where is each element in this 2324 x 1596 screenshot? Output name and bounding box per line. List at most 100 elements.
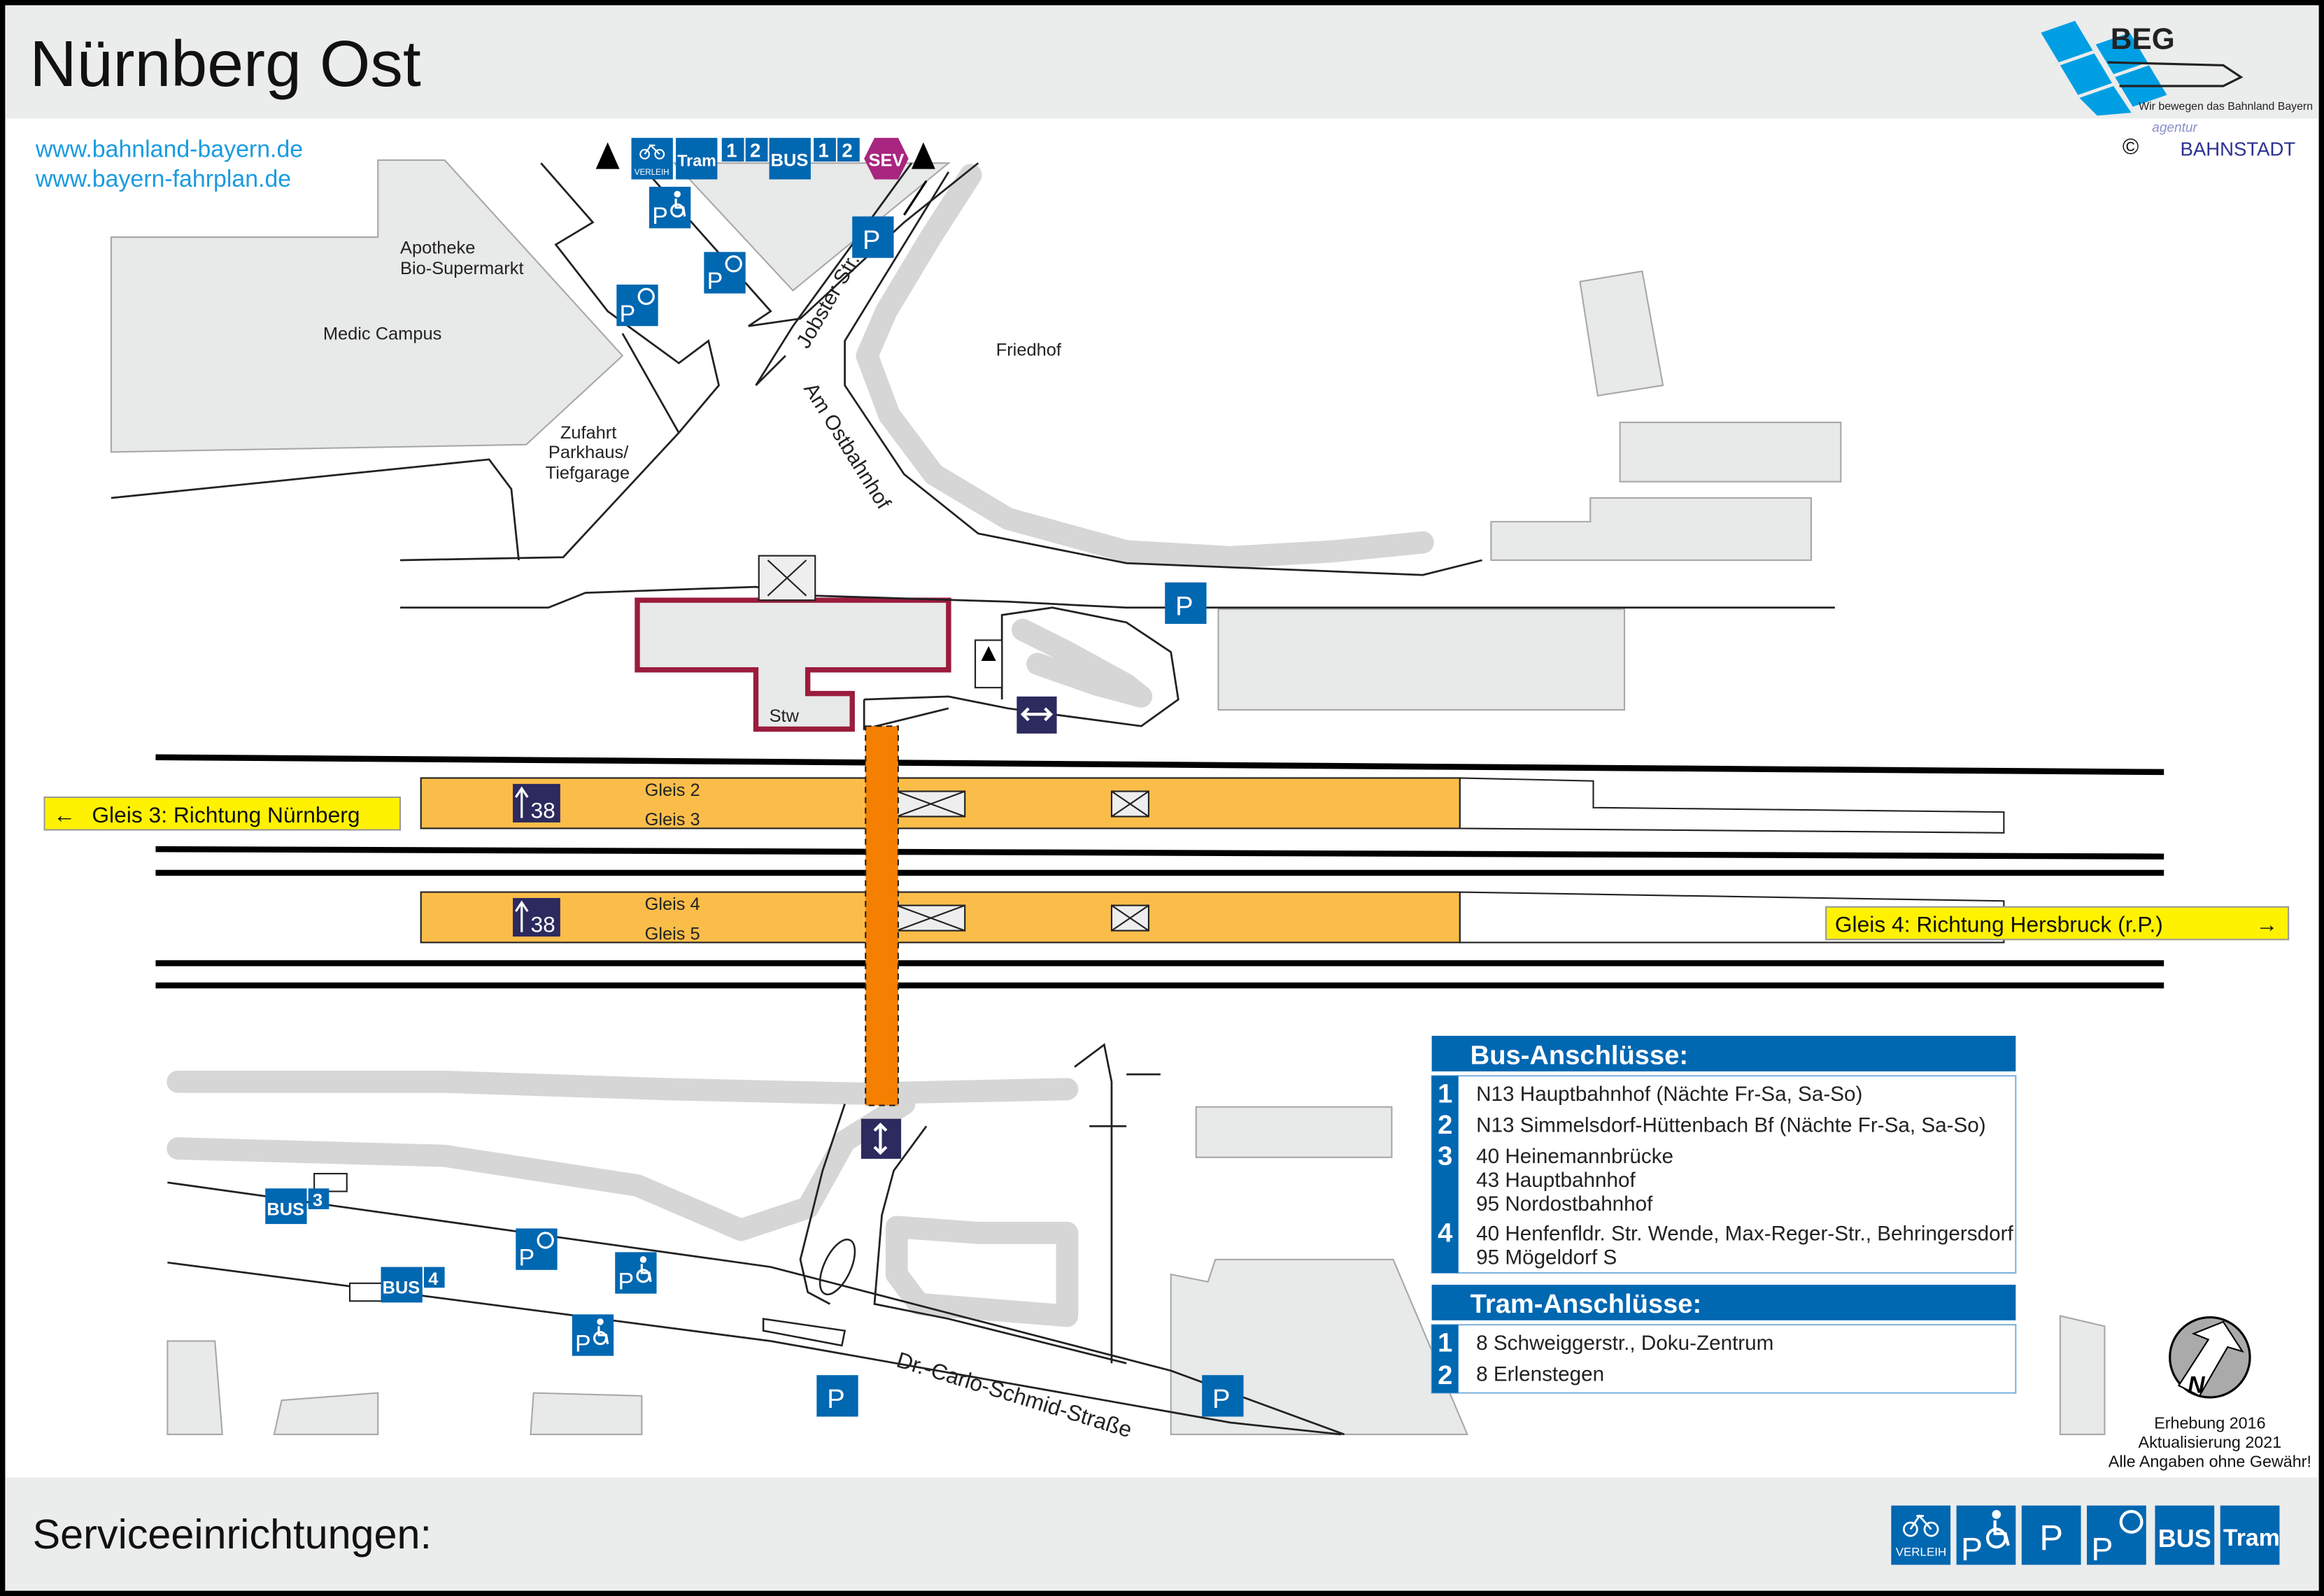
svg-text:43 Hauptbahnhof: 43 Hauptbahnhof xyxy=(1476,1169,1636,1192)
parking-clock-icon: P xyxy=(616,284,658,327)
svg-text:BUS: BUS xyxy=(2158,1524,2211,1553)
bus-row-3: 40 Heinemannbrücke xyxy=(1476,1145,1673,1168)
bus-connections: Bus-Anschlüsse: 1 N13 Hauptbahnhof (Näch… xyxy=(1431,1036,2017,1274)
svg-text:2: 2 xyxy=(1438,1110,1452,1140)
parking-icon: P xyxy=(1165,582,1207,625)
link-fahrplan[interactable]: www.bayern-fahrplan.de xyxy=(35,166,291,192)
bus-row-4: 40 Henfenfldr. Str. Wende, Max-Reger-Str… xyxy=(1476,1222,2013,1245)
svg-text:Tram: Tram xyxy=(677,151,716,169)
svg-text:95 Mögeldorf S: 95 Mögeldorf S xyxy=(1476,1246,1617,1269)
svg-text:SEV: SEV xyxy=(869,150,905,170)
gleis-2-label: Gleis 2 xyxy=(645,781,700,800)
svg-text:P: P xyxy=(618,1268,634,1295)
footer-legend: VERLEIH P P P BUS Tram xyxy=(1891,1505,2280,1567)
header-band xyxy=(6,6,2318,119)
beg-brand: BEG xyxy=(2111,22,2175,55)
tram-stop-icon xyxy=(676,138,718,180)
svg-text:P: P xyxy=(863,225,880,255)
svg-text:BUS: BUS xyxy=(267,1199,304,1219)
tram-connections: Tram-Anschlüsse: 1 8 Schweiggerstr., Dok… xyxy=(1431,1284,2017,1394)
direction-east: Gleis 4: Richtung Hersbruck (r.P.) → xyxy=(1825,906,2290,941)
svg-text:1: 1 xyxy=(1438,1327,1452,1358)
svg-text:N: N xyxy=(2188,1372,2206,1399)
north-compass-icon: N xyxy=(2169,1316,2251,1399)
parking-disabled-icon: P xyxy=(649,187,691,229)
svg-text:P: P xyxy=(1175,591,1193,621)
parking-disabled-icon: P xyxy=(572,1314,614,1357)
tram-title: Tram-Anschlüsse: xyxy=(1471,1289,1702,1319)
parking-clock-icon: P xyxy=(704,252,746,294)
north-triangle-icon xyxy=(595,142,620,169)
tracks xyxy=(155,754,2164,989)
svg-text:3: 3 xyxy=(1438,1141,1452,1171)
svg-text:95 Nordostbahnhof: 95 Nordostbahnhof xyxy=(1476,1192,1653,1216)
footer-title: Serviceeinrichtungen: xyxy=(33,1511,432,1558)
svg-text:BUS: BUS xyxy=(383,1278,420,1298)
arrow-right-icon: → xyxy=(2256,912,2279,937)
copyright-icon: © xyxy=(2123,134,2139,159)
label-stw: Stw xyxy=(770,706,800,726)
north-triangle-icon xyxy=(911,142,935,169)
gleis-3-label: Gleis 3 xyxy=(645,810,700,829)
tram-row-1: 8 Schweiggerstr., Doku-Zentrum xyxy=(1476,1332,1773,1355)
svg-text:Gleis 3: Richtung Nürnberg: Gleis 3: Richtung Nürnberg xyxy=(92,802,360,827)
link-bahnland[interactable]: www.bahnland-bayern.de xyxy=(35,136,303,163)
note-disclaimer: Alle Angaben ohne Gewähr! xyxy=(2109,1453,2311,1471)
svg-text:P: P xyxy=(827,1384,844,1414)
parking-disabled-icon: P xyxy=(615,1252,657,1295)
svg-text:BUS: BUS xyxy=(771,150,809,170)
label-medic-campus: Medic Campus xyxy=(323,324,441,343)
tram-1-badge: 1 xyxy=(726,140,737,162)
sev-icon xyxy=(864,138,909,180)
svg-text:4: 4 xyxy=(1438,1218,1452,1248)
pedestrian-underpass xyxy=(865,725,899,1106)
label-parkhaus: Parkhaus/ xyxy=(548,443,629,462)
entrance-icons xyxy=(313,142,1057,1302)
label-friedhof: Friedhof xyxy=(996,341,1062,360)
tram-row-2: 8 Erlenstegen xyxy=(1476,1363,1604,1386)
exit-number: 38 xyxy=(530,912,555,937)
label-tiefgarage: Tiefgarage xyxy=(546,463,630,483)
up-arrow-icon xyxy=(514,900,529,932)
platform-2-3: 38 Gleis 2 Gleis 3 xyxy=(420,777,2005,834)
svg-text:P: P xyxy=(620,301,636,327)
bus-2-badge: 2 xyxy=(842,140,852,162)
platform-4-5: 38 Gleis 4 Gleis 5 xyxy=(420,891,2005,943)
svg-text:VERLEIH: VERLEIH xyxy=(635,168,669,177)
legend-parking-icon: P xyxy=(2021,1505,2081,1565)
legend-bus-icon: BUS xyxy=(2155,1505,2215,1565)
note-aktualisierung: Aktualisierung 2021 xyxy=(2139,1433,2282,1451)
top-service-signs: VERLEIH Tram 1 2 BUS 1 2 SEV xyxy=(631,138,909,180)
bus-row-1: N13 Hauptbahnhof (Nächte Fr-Sa, Sa-So) xyxy=(1476,1083,1862,1106)
trees xyxy=(166,164,1434,1327)
label-zufahrt: Zufahrt xyxy=(560,423,617,443)
svg-text:1: 1 xyxy=(1438,1078,1452,1109)
label-bio-supermarkt: Bio-Supermarkt xyxy=(400,259,523,278)
beg-slogan: Wir bewegen das Bahnland Bayern xyxy=(2139,101,2313,113)
beg-logo: BEG Wir bewegen das Bahnland Bayern © ag… xyxy=(2041,20,2313,160)
up-arrow-icon xyxy=(514,786,529,818)
bus-stop-icon xyxy=(769,138,811,180)
svg-text:VERLEIH: VERLEIH xyxy=(1896,1546,1946,1559)
legend-parking-disabled-icon: P xyxy=(1956,1505,2016,1567)
legend-parking-clock-icon: P xyxy=(2087,1505,2146,1567)
svg-text:P: P xyxy=(1961,1531,1983,1567)
exit-number: 38 xyxy=(530,798,555,823)
parking-icon: P xyxy=(852,216,894,258)
parking-icon: P xyxy=(1202,1375,1244,1417)
direction-west: ← Gleis 3: Richtung Nürnberg xyxy=(43,796,402,831)
buildings xyxy=(110,159,2106,1436)
svg-text:P: P xyxy=(1212,1384,1230,1414)
bahnstadt-label: BAHNSTADT xyxy=(2180,138,2295,160)
parking-clock-icon: P xyxy=(516,1228,558,1271)
agentur-label: agentur xyxy=(2152,121,2197,136)
svg-text:P: P xyxy=(707,268,723,294)
svg-text:Tram: Tram xyxy=(2223,1525,2280,1551)
svg-text:P: P xyxy=(2039,1518,2063,1558)
gleis-4-label: Gleis 4 xyxy=(645,895,700,914)
bus-row-2: N13 Simmelsdorf-Hüttenbach Bf (Nächte Fr… xyxy=(1476,1114,1986,1137)
svg-text:P: P xyxy=(519,1244,535,1271)
svg-text:2: 2 xyxy=(1438,1360,1452,1390)
